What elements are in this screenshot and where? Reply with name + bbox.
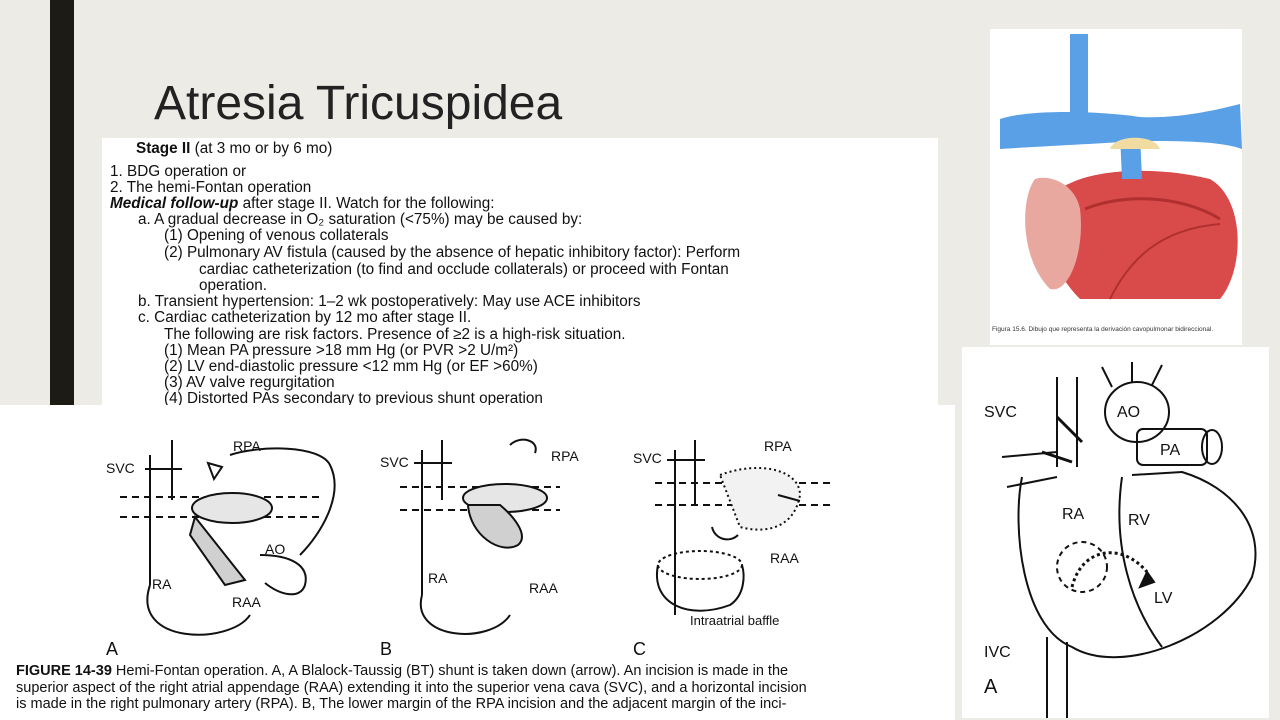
diagram-c	[655, 440, 830, 615]
label-ra-a: RA	[152, 576, 172, 592]
excerpt-line: operation.	[199, 277, 268, 294]
figure-letter-a: A	[106, 639, 118, 659]
excerpt-line: (2) LV end-diastolic pressure <12 mm Hg …	[164, 358, 538, 375]
label-svc-a: SVC	[106, 460, 135, 476]
followup-heading: Medical follow-up after stage II. Watch …	[110, 195, 495, 212]
figure-letter-c: C	[633, 639, 646, 659]
figure-letter-right: A	[984, 676, 998, 698]
caption-line: is made in the right pulmonary artery (R…	[16, 696, 787, 712]
excerpt-line: (3) AV valve regurgitation	[164, 374, 335, 391]
figure-caption: FIGURE 14-39 Hemi-Fontan operation. A, A…	[16, 663, 946, 713]
label-svc-c: SVC	[633, 450, 662, 466]
heart-vessel-drawing	[1000, 34, 1242, 300]
excerpt-line: a. A gradual decrease in O₂ saturation (…	[138, 211, 583, 228]
cavopulmonary-illustration: Figura 15.6. Dibujo que representa la de…	[990, 29, 1242, 345]
excerpt-line: c. Cardiac catheterization by 12 mo afte…	[138, 309, 472, 326]
label-ivc-right: IVC	[984, 644, 1011, 661]
label-ao-right: AO	[1117, 404, 1140, 421]
label-ao-a: AO	[265, 541, 285, 557]
label-rv-right: RV	[1128, 512, 1150, 529]
label-raa-b: RAA	[529, 580, 558, 596]
hemi-fontan-diagrams: SVC RPA AO RA RAA A SVC RPA RA RAA B	[106, 438, 830, 659]
excerpt-line: 1. BDG operation or	[110, 163, 247, 180]
label-rpa-a: RPA	[233, 438, 261, 454]
label-svc-b: SVC	[380, 454, 409, 470]
excerpt-line: (1) Mean PA pressure >18 mm Hg (or PVR >…	[164, 342, 519, 359]
illustration-caption: Figura 15.6. Dibujo que representa la de…	[992, 326, 1214, 333]
caption-line: superior aspect of the right atrial appe…	[16, 679, 807, 696]
excerpt-line: cardiac catheterization (to find and occ…	[199, 261, 729, 278]
label-raa-c: RAA	[770, 550, 799, 566]
caption-line: FIGURE 14-39 Hemi-Fontan operation. A, A…	[16, 663, 789, 679]
accent-bar	[50, 0, 74, 410]
label-rpa-c: RPA	[764, 438, 792, 454]
bdg-diagram: SVC AO PA RA RV LV IVC A	[962, 347, 1269, 718]
label-rpa-b: RPA	[551, 448, 579, 464]
diagram-a	[120, 440, 336, 636]
label-ra-right: RA	[1062, 506, 1085, 523]
stage-heading: Stage II (at 3 mo or by 6 mo)	[136, 140, 333, 157]
excerpt-line: The following are risk factors. Presence…	[164, 326, 626, 343]
excerpt-line: (1) Opening of venous collaterals	[164, 227, 389, 244]
excerpt-line: (4) Distorted PAs secondary to previous …	[164, 390, 543, 406]
label-raa-a: RAA	[232, 594, 261, 610]
excerpt-line: b. Transient hypertension: 1–2 wk postop…	[138, 293, 641, 310]
figure-letter-b: B	[380, 639, 392, 659]
label-lv-right: LV	[1154, 590, 1173, 607]
excerpt-line: (2) Pulmonary AV fistula (caused by the …	[164, 244, 741, 261]
excerpt-line: 2. The hemi-Fontan operation	[110, 179, 312, 196]
slide-title: Atresia Tricuspidea	[154, 77, 563, 130]
bdg-drawing: SVC AO PA RA RV LV IVC A	[984, 362, 1257, 718]
label-baffle-c: Intraatrial baffle	[690, 613, 779, 628]
label-ra-b: RA	[428, 570, 448, 586]
diagram-b	[400, 438, 560, 635]
text-excerpt: Stage II (at 3 mo or by 6 mo) 1. BDG ope…	[102, 138, 938, 406]
hemi-fontan-figure: SVC RPA AO RA RAA A SVC RPA RA RAA B	[0, 405, 955, 720]
label-pa-right: PA	[1160, 442, 1180, 459]
label-svc-right: SVC	[984, 404, 1017, 421]
